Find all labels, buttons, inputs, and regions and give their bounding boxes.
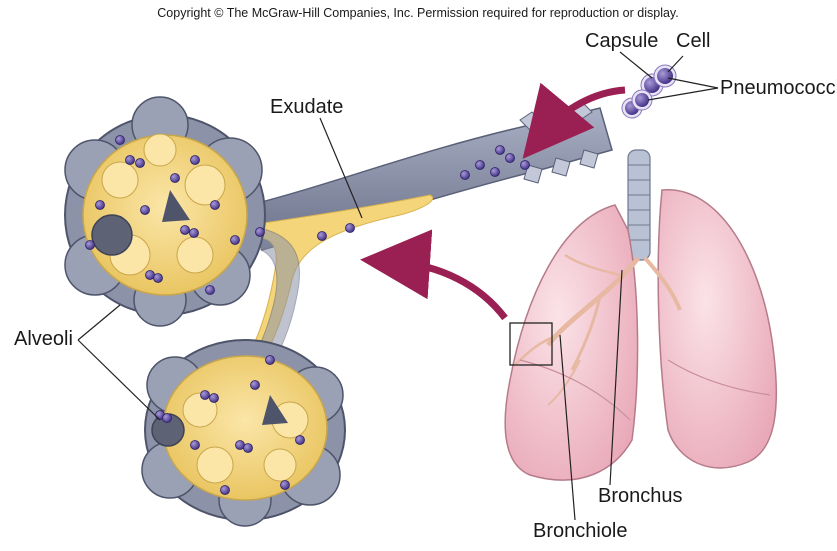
label-bronchiole: Bronchiole — [533, 520, 628, 542]
arrow-from-lung — [395, 262, 505, 318]
label-alveoli: Alveoli — [14, 328, 73, 350]
label-capsule: Capsule — [585, 30, 658, 52]
label-bronchus: Bronchus — [598, 485, 683, 507]
label-pneumococci: Pneumococci — [720, 77, 837, 99]
copyright-notice: Copyright © The McGraw-Hill Companies, I… — [157, 6, 678, 20]
alveoli-cluster-upper — [65, 97, 265, 326]
alveoli-cluster-lower — [142, 340, 345, 526]
label-exudate: Exudate — [270, 96, 343, 118]
pneumococci-free — [622, 65, 676, 118]
lungs — [505, 150, 776, 480]
label-cell: Cell — [676, 30, 710, 52]
